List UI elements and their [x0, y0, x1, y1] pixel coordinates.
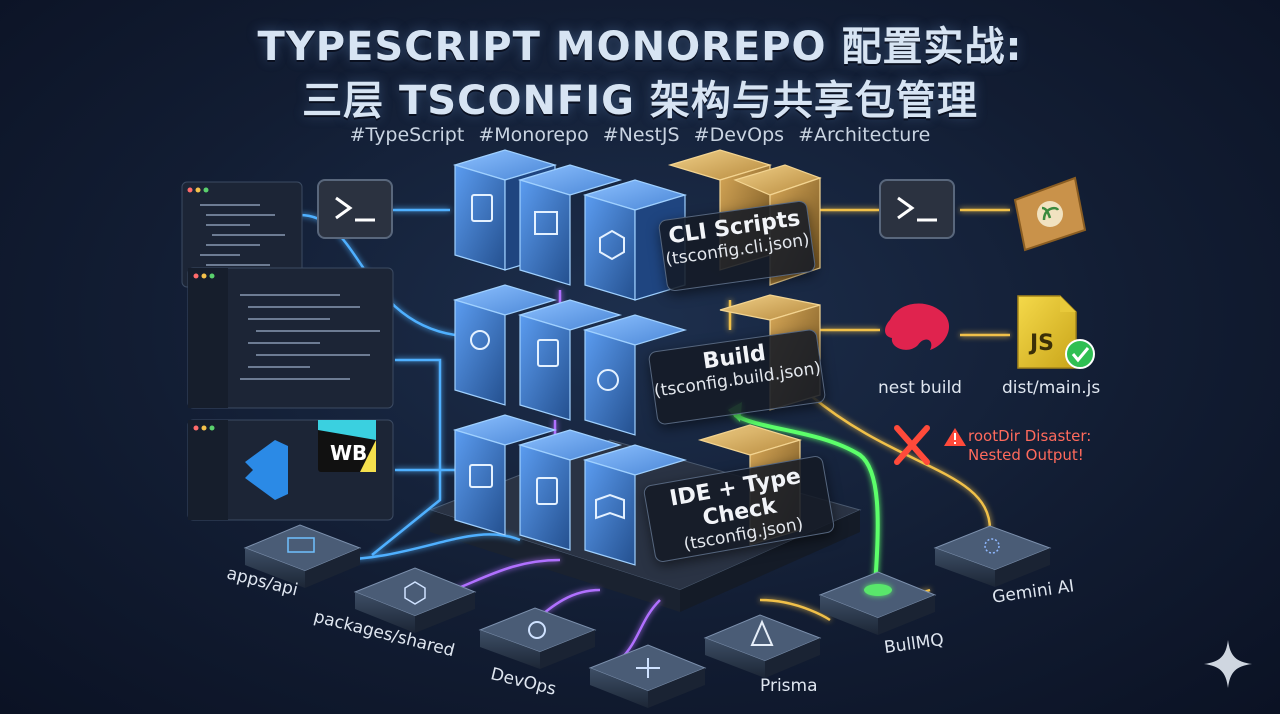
label-prisma: Prisma — [760, 676, 818, 696]
braces-file-icon — [537, 339, 559, 367]
warning-text: rootDir Disaster: Nested Output! — [968, 427, 1091, 465]
tag-devops: #DevOps — [693, 124, 785, 146]
cube-icons — [469, 194, 625, 520]
webstorm-label: WB — [330, 441, 367, 465]
hashtag-row: #TypeScript #Monorepo #NestJS #DevOps #A… — [0, 124, 1280, 146]
js-file-icon — [1017, 295, 1095, 369]
error-x-icon — [894, 425, 930, 465]
title-line-1: TYPESCRIPT MONOREPO 配置实战: — [257, 24, 1023, 70]
package-icon — [1013, 176, 1087, 252]
sparkle-icon — [1204, 640, 1252, 688]
js-label: JS — [1028, 331, 1054, 356]
warning-line-1: rootDir Disaster: — [968, 427, 1092, 445]
terminal-icon-left — [317, 179, 393, 239]
code-icon — [469, 464, 493, 488]
tag-monorepo: #Monorepo — [478, 124, 589, 146]
terminal-icon-right — [879, 179, 955, 239]
gear-icon — [597, 369, 619, 391]
book-icon — [595, 493, 625, 520]
code-editor-top — [181, 181, 303, 288]
ide-window — [187, 419, 394, 521]
file-icon — [536, 477, 558, 505]
label-dist-main: dist/main.js — [1002, 378, 1101, 398]
vscode-icon — [245, 440, 288, 500]
label-nest-build: nest build — [878, 378, 962, 398]
tag-architecture: #Architecture — [798, 124, 931, 146]
warning-line-2: Nested Output! — [968, 446, 1084, 464]
server-bullmq — [818, 571, 937, 635]
title-line-2: 三层 TSCONFIG 架构与共享包管理 — [302, 78, 978, 124]
server-devops — [478, 607, 597, 669]
server-gemini — [933, 525, 1052, 587]
check-icon — [1065, 339, 1095, 369]
nestjs-icon — [885, 303, 950, 350]
server-network — [588, 644, 707, 708]
tag-nestjs: #NestJS — [602, 124, 680, 146]
react-icon — [470, 330, 490, 350]
document-icon — [471, 194, 493, 222]
box-icon — [599, 229, 625, 261]
server-apps-api — [243, 524, 362, 588]
server-packages-shared — [353, 567, 477, 633]
cube-stack — [452, 149, 688, 566]
chart-icon — [534, 211, 558, 235]
tag-typescript: #TypeScript — [349, 124, 465, 146]
server-prisma — [703, 614, 822, 678]
warning-icon — [944, 428, 966, 446]
code-editor-middle — [187, 267, 394, 409]
